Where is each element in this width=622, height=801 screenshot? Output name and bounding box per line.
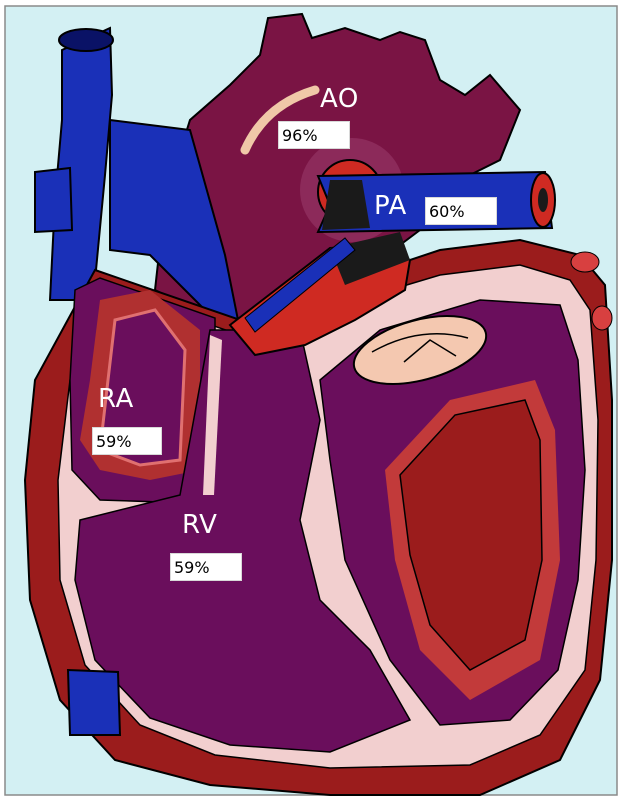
ra-saturation: 59% [92, 427, 162, 455]
vena-cava-branch [35, 168, 72, 232]
rv-saturation: 59% [170, 553, 242, 581]
ra-label: RA [98, 386, 134, 412]
pa-saturation: 60% [425, 197, 497, 225]
rv-label: RV [182, 512, 217, 538]
pulmonary-vein-lower [592, 306, 612, 330]
ao-saturation: 96% [278, 121, 350, 149]
pulmonary-opening [322, 180, 370, 230]
pulmonary-vein-upper [571, 252, 599, 272]
pa-label: PA [374, 193, 407, 219]
inferior-vena-cava [68, 670, 120, 735]
pulmonary-artery-lumen [538, 188, 548, 212]
vena-cava-opening [59, 29, 113, 51]
ao-label: AO [320, 86, 359, 112]
